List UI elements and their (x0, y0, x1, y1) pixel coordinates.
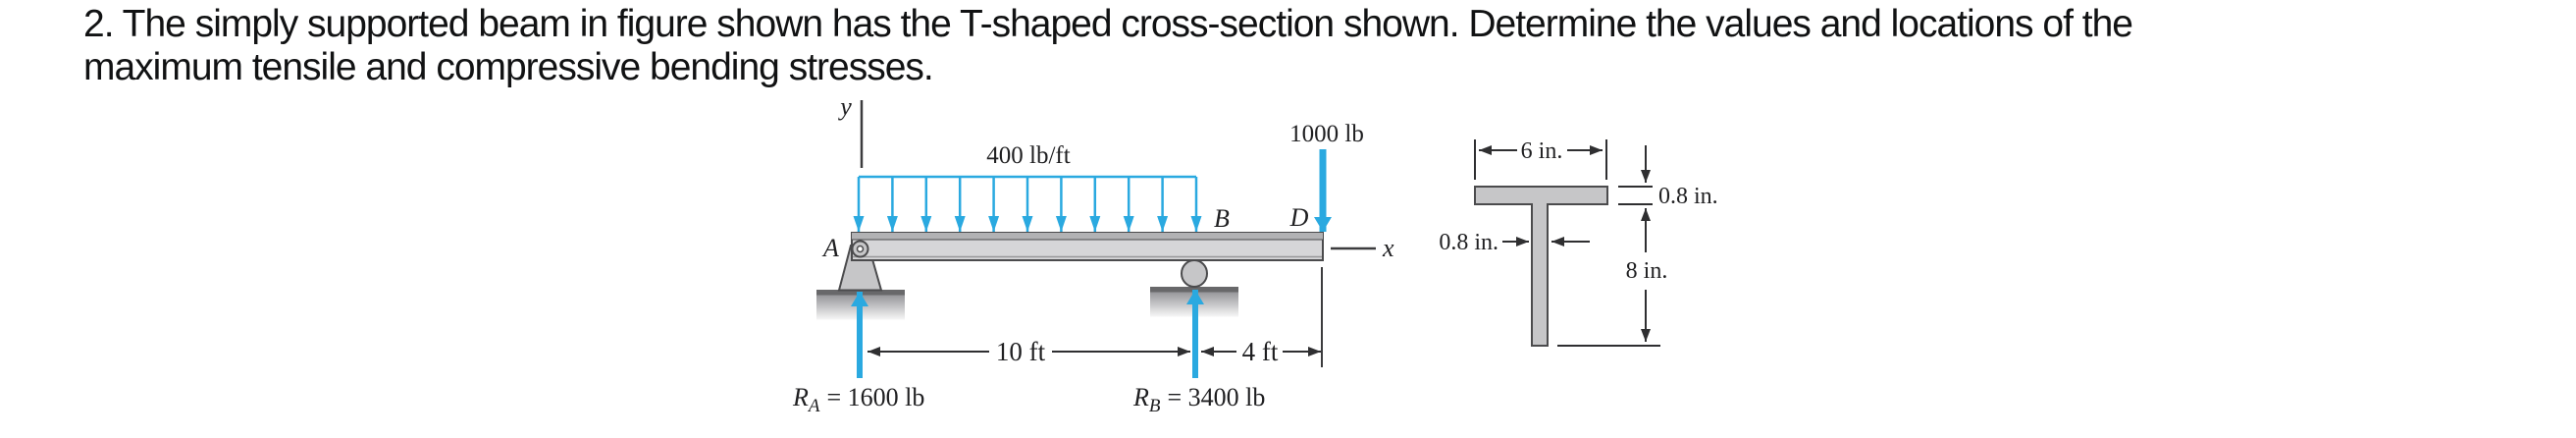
roller-support (1181, 259, 1208, 288)
reaction-b-symbol: R (1132, 383, 1149, 411)
flange-thickness-label: 0.8 in. (1658, 184, 1718, 209)
dim-ab-label: 10 ft (996, 337, 1046, 366)
point-d-label: D (1289, 203, 1309, 232)
web-thickness-label: 0.8 in. (1439, 230, 1498, 255)
reaction-b-value: = 3400 lb (1168, 383, 1266, 411)
problem-statement: 2. The simply supported beam in figure s… (83, 3, 2133, 89)
distributed-load-label: 400 lb/ft (986, 142, 1070, 169)
reaction-a-value: = 1600 lb (827, 383, 925, 411)
dimension-flange-thickness (1618, 145, 1653, 252)
web-height-label: 8 in. (1626, 258, 1668, 284)
beam (851, 232, 1324, 261)
beam-and-section-figure: y (792, 92, 1718, 416)
reaction-a-subscript: A (807, 396, 820, 416)
problem-statement-line2: maximum tensile and compressive bending … (83, 46, 934, 88)
t-section-shape (1474, 186, 1608, 347)
pin-hole (856, 245, 865, 253)
distributed-load-arrows (853, 175, 1202, 232)
flange-width-label: 6 in. (1521, 138, 1563, 164)
y-axis-label: y (837, 92, 852, 121)
reaction-a-label: RA = 1600 lb (792, 383, 924, 416)
problem-statement-line1: 2. The simply supported beam in figure s… (83, 3, 2133, 45)
support-a-label: A (821, 234, 839, 262)
x-axis-label: x (1382, 234, 1394, 262)
beam-top-face (852, 233, 1323, 240)
dimension-web-height (1557, 290, 1660, 347)
reaction-a-symbol: R (792, 383, 809, 411)
dim-bd-label: 4 ft (1242, 337, 1279, 366)
dimension-flange-width (1474, 139, 1607, 180)
point-b-label: B (1214, 204, 1230, 233)
reaction-b-subscript: B (1149, 396, 1161, 416)
point-load-label: 1000 lb (1289, 121, 1364, 147)
reaction-b-label: RB = 3400 lb (1132, 383, 1265, 416)
